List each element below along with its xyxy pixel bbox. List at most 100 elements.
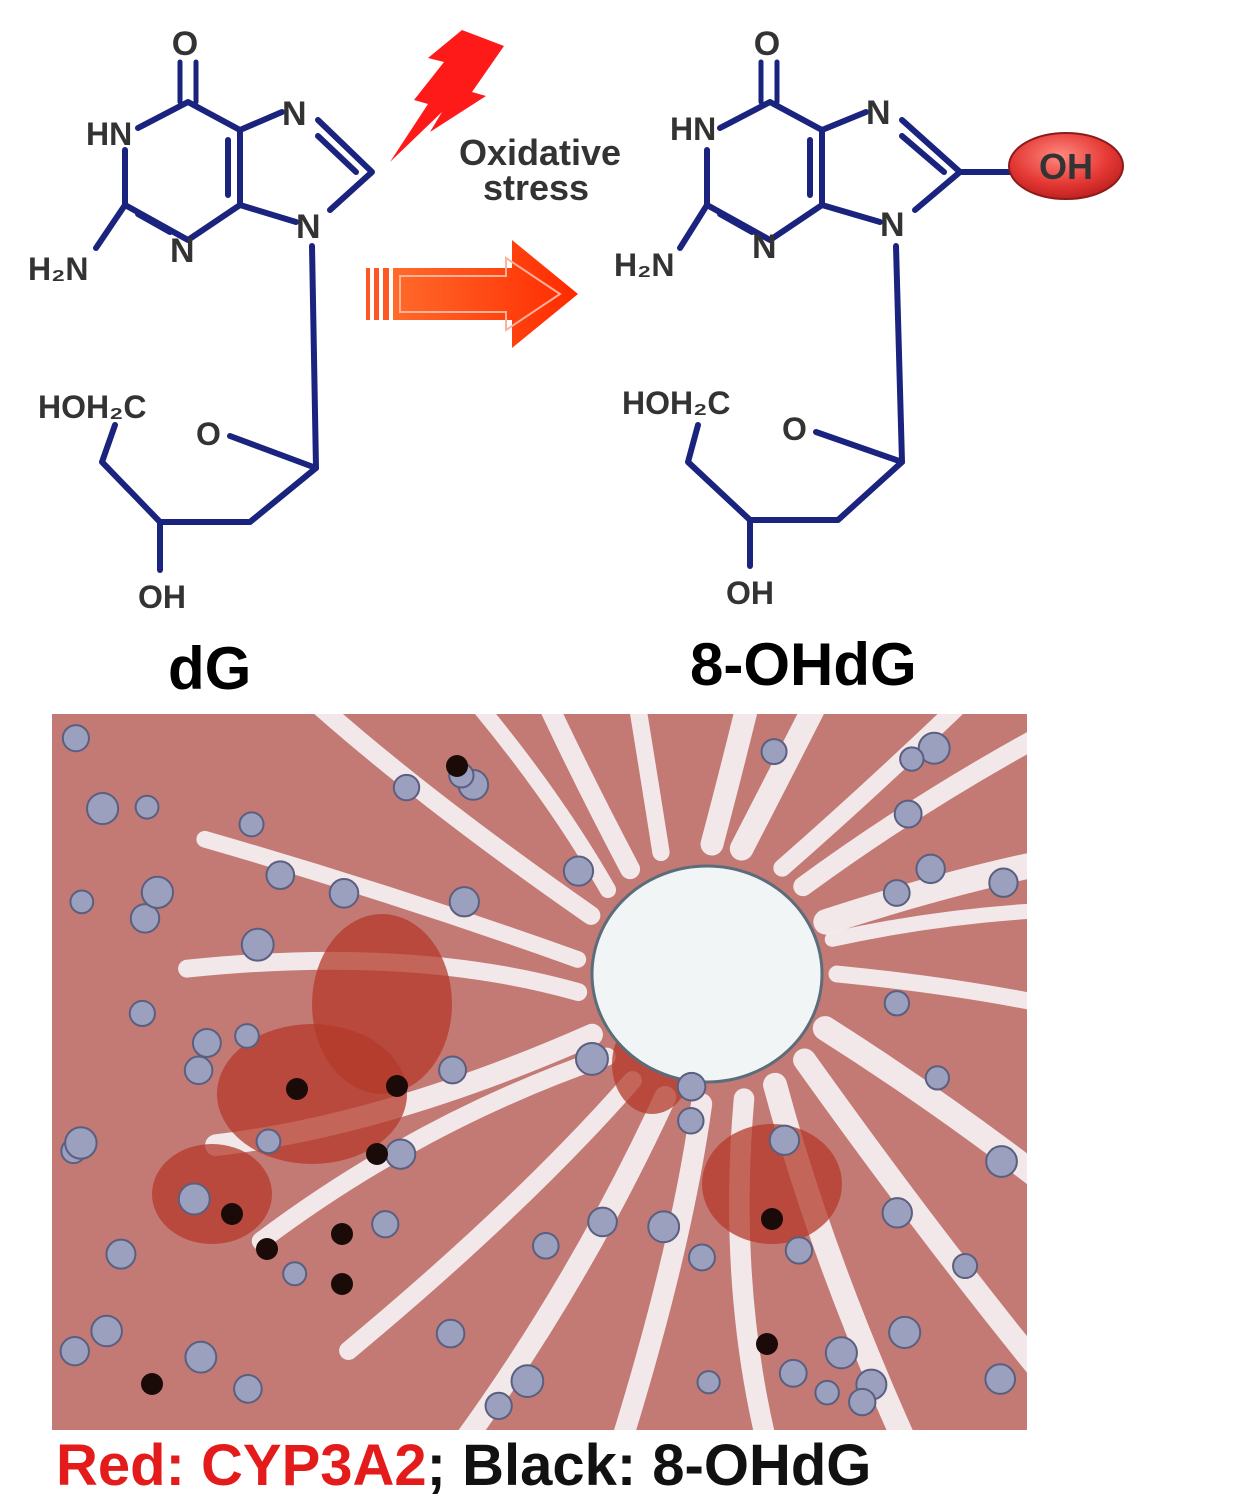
nucleus — [952, 1252, 979, 1280]
stained-hepatocyte — [312, 914, 452, 1094]
sinusoid — [813, 853, 1027, 935]
nucleus — [234, 1023, 260, 1049]
nucleus — [255, 1128, 282, 1155]
nucleus — [848, 1387, 877, 1417]
nucleus — [240, 927, 275, 962]
sinusoid — [196, 830, 587, 968]
lightning-bolt-icon — [390, 30, 504, 162]
stained-hepatocytes — [152, 914, 842, 1244]
black-nucleus — [386, 1075, 408, 1097]
stain-legend: Red: CYP3A2; Black: 8-OHdG — [56, 1432, 871, 1499]
8ohdg-atom-n9: N — [880, 206, 905, 244]
nucleus — [768, 1124, 801, 1156]
molecule-dg: O HN N N N H₂N HOH₂C O OH — [28, 25, 375, 615]
nucleus — [265, 860, 296, 891]
dg-atom-nh2: H₂N — [28, 251, 88, 287]
nucleus — [677, 1107, 705, 1135]
nucleus — [778, 1358, 808, 1388]
nucleus — [438, 1055, 468, 1085]
dg-atom-o-ring: O — [196, 416, 221, 452]
nucleus — [984, 1363, 1017, 1395]
black-nucleus — [141, 1373, 163, 1395]
8ohdg-atom-o-ring: O — [782, 411, 807, 447]
nucleus — [484, 1391, 513, 1421]
dg-bonds — [93, 59, 375, 573]
sinusoid — [812, 1016, 1027, 1185]
nucleus — [59, 1335, 90, 1367]
nucleus — [676, 1071, 707, 1102]
nuclei — [59, 724, 1019, 1421]
sinusoid — [793, 1048, 1027, 1373]
black-nucleus — [286, 1078, 308, 1100]
nucleus — [140, 875, 175, 909]
nucleus — [687, 1243, 716, 1272]
nucleus — [128, 999, 156, 1028]
reaction-arrow-icon — [366, 240, 578, 348]
nucleus — [191, 1028, 222, 1058]
nucleus — [183, 1055, 214, 1086]
histology-render — [52, 714, 1027, 1430]
sinusoid — [828, 965, 1027, 1010]
8ohdg-bonds — [677, 59, 1013, 569]
nucleus — [784, 1236, 814, 1265]
molecule-name-dg: dG — [168, 635, 252, 702]
nucleus — [238, 811, 265, 838]
dg-atom-oh: OH — [138, 579, 186, 615]
nucleus — [915, 853, 946, 885]
nucleus — [881, 1197, 913, 1229]
dg-atom-o-top: O — [172, 25, 198, 63]
legend-red-label: Red: CYP3A2 — [56, 1433, 427, 1498]
liver-histology-image — [52, 714, 1027, 1430]
dg-atom-n7: N — [282, 95, 307, 133]
nucleus — [392, 773, 421, 802]
nucleus — [177, 1182, 211, 1216]
nucleus — [61, 724, 90, 753]
nucleus — [924, 1065, 950, 1091]
nucleus — [510, 1364, 545, 1398]
dg-atom-hoh2c: HOH₂C — [38, 389, 146, 425]
nucleus — [129, 903, 161, 934]
nucleus — [282, 1261, 308, 1287]
nucleus — [647, 1210, 681, 1244]
black-nucleus — [761, 1208, 783, 1230]
nucleus — [90, 1314, 123, 1348]
oh-highlight-label: OH — [1039, 146, 1093, 187]
stress-label-line2: stress — [483, 167, 589, 208]
nucleus — [574, 1041, 609, 1076]
nucleus — [435, 1318, 466, 1349]
dg-atom-n9: N — [296, 208, 321, 246]
nucleus — [899, 746, 925, 772]
sinusoid — [824, 903, 1027, 947]
black-nucleus — [331, 1223, 353, 1245]
nucleus — [824, 1336, 858, 1370]
black-nucleus — [331, 1273, 353, 1295]
8ohdg-atom-nh2: H₂N — [614, 247, 674, 283]
sinusoid — [541, 714, 641, 880]
8ohdg-atom-o-top: O — [754, 25, 780, 63]
nucleus — [371, 1210, 400, 1239]
sinusoid — [614, 1093, 713, 1430]
nucleus — [531, 1232, 560, 1260]
8ohdg-atom-n7: N — [866, 94, 891, 132]
nucleus — [882, 879, 911, 907]
stained-hepatocyte — [702, 1124, 842, 1244]
molecule-name-8ohdg: 8-OHdG — [690, 631, 917, 698]
sinusoid — [474, 714, 617, 899]
8ohdg-atom-hoh2c: HOH₂C — [622, 385, 730, 421]
nucleus — [134, 794, 160, 820]
sinusoid — [729, 714, 824, 861]
nucleus — [988, 867, 1019, 898]
sinusoid — [251, 1047, 616, 1251]
sinusoid — [339, 1071, 642, 1360]
nucleus — [562, 855, 595, 887]
legend-separator: ; — [426, 1433, 463, 1498]
8ohdg-atom-oh: OH — [726, 575, 774, 611]
dg-atom-hn: HN — [86, 116, 132, 152]
nucleus — [883, 990, 911, 1017]
black-nucleus — [366, 1143, 388, 1165]
oh-highlight: OH — [1008, 132, 1124, 200]
nucleus — [888, 1315, 922, 1349]
sinusoid — [630, 714, 670, 862]
nucleus — [760, 738, 788, 766]
